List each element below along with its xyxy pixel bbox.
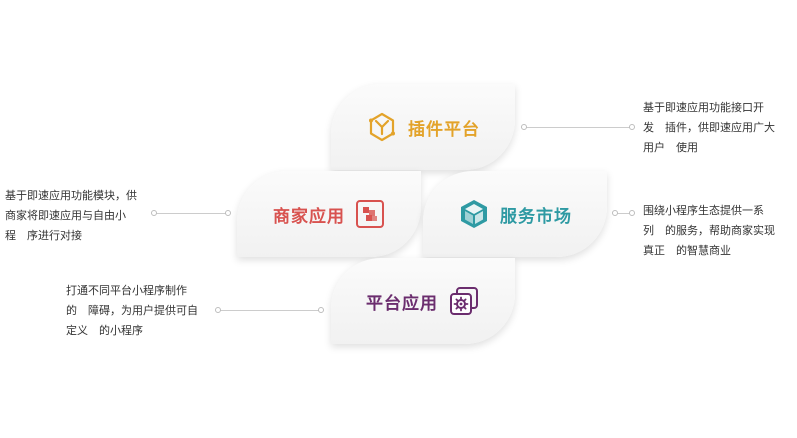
connector-dot (225, 210, 231, 216)
service-market-card[interactable]: 服务市场 (423, 171, 607, 257)
connector-platform (219, 310, 322, 311)
service-market-description: 围绕小程序生态提供一系 列 的服务，帮助商家实现 真正 的智慧商业 (643, 204, 775, 257)
connector-merchant (154, 213, 228, 214)
connector-dot (629, 124, 635, 130)
merchant-app-icon (355, 199, 385, 229)
connector-dot (151, 210, 157, 216)
merchant-app-description: 基于即速应用功能模块，供 商家将即速应用与自由小 程 序进行对接 (5, 189, 137, 242)
connector-dot (612, 210, 618, 216)
platform-app-card[interactable]: 平台应用 (331, 258, 515, 344)
merchant-app-card[interactable]: 商家应用 (237, 171, 421, 257)
service-market-label: 服务市场 (500, 206, 572, 227)
plugin-platform-card[interactable]: 插件平台 (331, 84, 515, 170)
connector-dot (215, 307, 221, 313)
platform-app-label: 平台应用 (366, 293, 438, 314)
plugin-platform-label: 插件平台 (408, 119, 480, 140)
service-cube-icon (458, 198, 490, 230)
merchant-app-label: 商家应用 (273, 206, 345, 227)
connector-service (616, 213, 633, 214)
connector-dot (318, 307, 324, 313)
platform-gear-icon (448, 285, 480, 317)
plugin-y-icon (366, 111, 398, 143)
connector-dot (521, 124, 527, 130)
connector-plugin (525, 127, 632, 128)
plugin-platform-description: 基于即速应用功能接口开 发 插件，供即速应用广大 用户 使用 (643, 101, 775, 154)
platform-app-description: 打通不同平台小程序制作 的 障碍，为用户提供可自 定义 的小程序 (66, 284, 198, 337)
connector-dot (629, 210, 635, 216)
